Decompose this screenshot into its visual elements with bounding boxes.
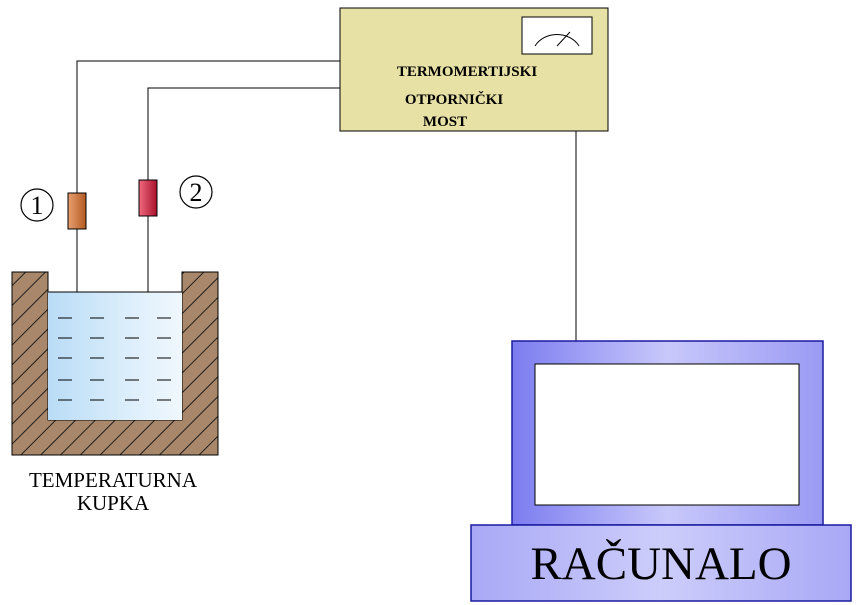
temperature-bath: TEMPERATURNA KUPKA bbox=[11, 271, 219, 515]
wire-probe-2 bbox=[147, 87, 340, 318]
probe-2: 2 bbox=[138, 175, 213, 217]
bath-liquid bbox=[48, 292, 182, 420]
probe-1-number-circle bbox=[20, 188, 54, 222]
probe-2-number-circle bbox=[179, 175, 213, 209]
resistance-bridge: TERMOMERTIJSKI OTPORNIČKI MOST bbox=[339, 7, 609, 132]
computer-base bbox=[470, 524, 852, 602]
probe-1: 1 bbox=[20, 188, 87, 230]
liquid-dash-marks bbox=[58, 317, 171, 401]
computer: RAČUNALO bbox=[470, 340, 852, 602]
wires bbox=[76, 60, 577, 341]
bridge-label-line3: MOST bbox=[423, 114, 467, 130]
probe-2-sensor bbox=[138, 179, 158, 217]
wire-probe-1 bbox=[76, 60, 340, 318]
probe-1-number: 1 bbox=[31, 191, 44, 220]
probe-2-number: 2 bbox=[190, 178, 203, 207]
computer-label: RAČUNALO bbox=[530, 538, 791, 590]
analog-gauge-icon bbox=[521, 16, 593, 55]
bridge-label-line2: OTPORNIČKI bbox=[405, 91, 504, 108]
monitor-screen bbox=[534, 363, 800, 506]
probe-1-sensor bbox=[67, 192, 87, 230]
bath-label-line2: KUPKA bbox=[77, 491, 150, 515]
bridge-label-line1: TERMOMERTIJSKI bbox=[397, 64, 537, 80]
bath-label-line1: TEMPERATURNA bbox=[29, 468, 198, 492]
